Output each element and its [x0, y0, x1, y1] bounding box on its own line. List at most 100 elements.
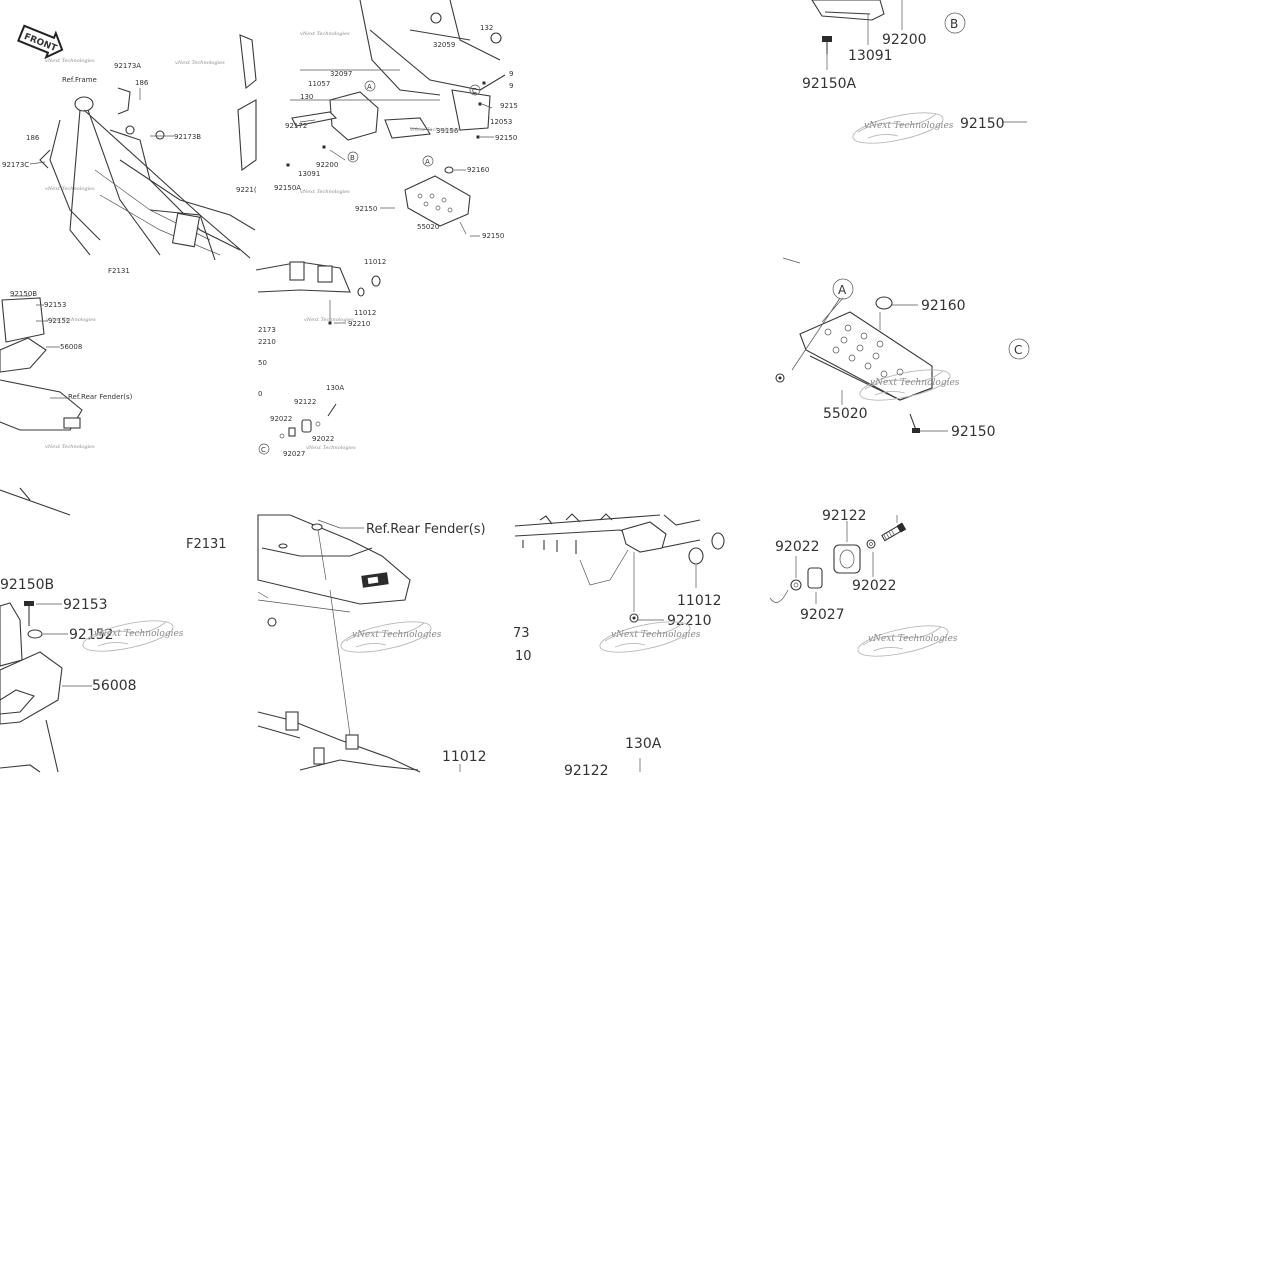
cd-part-92022b-label: 92022	[852, 578, 897, 594]
part-0-cut-label: 0	[258, 390, 262, 398]
part-92022-small-a-label: 92022	[270, 415, 292, 423]
rail-studs	[522, 540, 577, 554]
part-92022-small-b-label: 92022	[312, 435, 334, 443]
tr-watermark: vNext Technologies	[850, 106, 954, 150]
zml-part-92153-label: 92153	[63, 597, 108, 613]
zmr-part-73-cut-label: 73	[513, 626, 530, 641]
zmc-ref-rear-fender-label: Ref.Rear Fender(s)	[366, 522, 486, 537]
figure-code-small-label: F2131	[108, 267, 130, 275]
svg-text:vNext Technologies: vNext Technologies	[304, 317, 354, 323]
part-55020-small-label: 55020	[417, 223, 439, 231]
part-92150B-small-label: 92150B	[10, 290, 37, 298]
part-92150-small-right-label: 92150	[482, 232, 504, 240]
overview-panel: FRONT Ref.Frame 92173A 186 186 92173B 92…	[0, 0, 518, 516]
seat-box-zoom-panel	[0, 601, 92, 773]
zmc-watermark: vNext Technologies	[338, 615, 442, 659]
svg-text:A: A	[367, 83, 372, 91]
zml-watermark: vNext Technologies	[80, 614, 184, 658]
part-12053-label: 12053	[490, 118, 512, 126]
tr-part-92150-label: 92150	[960, 116, 1005, 132]
tr-part-13091-label: 13091	[848, 48, 893, 64]
collar-zoom-panel	[769, 515, 907, 604]
part-11057-label: 11057	[308, 80, 330, 88]
part-92173B-label: 92173B	[174, 133, 201, 141]
part-92200-label: 92200	[316, 161, 338, 169]
rear-fender-zoom-panel	[257, 514, 461, 773]
small-circle-C: C	[261, 446, 266, 454]
svg-text:vNext Technologies: vNext Technologies	[45, 444, 95, 450]
circle-C-marker: C	[469, 84, 481, 96]
cd-part-92122-cut-label: 92122	[822, 508, 867, 524]
part-186b-label: 186	[26, 134, 40, 142]
svg-text:vNext Technologies: vNext Technologies	[352, 630, 442, 640]
skid-plate-small-drawing: A	[380, 155, 480, 237]
svg-text:vNext Technologies: vNext Technologies	[300, 189, 350, 195]
skid-plate-zoom-panel	[775, 257, 1030, 433]
part-32059-label: 32059	[433, 41, 455, 49]
zmc-part-11012-label: 11012	[442, 749, 487, 765]
fender-small-drawing	[0, 297, 83, 516]
svg-text:vNext Technologies: vNext Technologies	[306, 445, 356, 451]
part-92173A-label: 92173A	[114, 62, 141, 70]
svg-text:B: B	[350, 154, 355, 162]
part-92122-small-label: 92122	[294, 398, 316, 406]
sp-circle-C-label: C	[1014, 343, 1022, 357]
part-32097-label: 32097	[330, 70, 352, 78]
part-92150-cut-label: 92150	[495, 134, 517, 142]
circle-A-marker: A	[364, 80, 376, 92]
sp-part-92150-label: 92150	[951, 424, 996, 440]
part-92152-small-label: 92152	[48, 317, 70, 325]
zmr-part-130A-label: 130A	[625, 736, 662, 752]
svg-text:vNext Technologies: vNext Technologies	[410, 127, 460, 133]
part-130A-small-label: 130A	[326, 384, 344, 392]
ref-frame-label: Ref.Frame	[62, 76, 97, 84]
zml-part-92150B-label: 92150B	[0, 577, 54, 593]
part-92172-label: 92172	[285, 122, 307, 130]
part-9a-label: 9	[509, 70, 513, 78]
zmr-part-11012-label: 11012	[677, 593, 722, 609]
skid-plate-holes	[824, 324, 904, 378]
frame-drawing	[39, 34, 257, 261]
part-50-cut-label: 50	[258, 359, 267, 367]
part-9215-cut-label: 9215	[500, 102, 518, 110]
zml-figure-code-label: F2131	[186, 537, 227, 552]
part-92150A-label: 92150A	[274, 184, 301, 192]
part-92160-small-label: 92160	[467, 166, 489, 174]
tr-circle-B-label: B	[950, 17, 958, 31]
guard-assembly-drawing	[286, 0, 506, 167]
part-132-label: 132	[480, 24, 493, 32]
part-92173C-label: 92173C	[2, 161, 29, 169]
part-92150-small-left-label: 92150	[355, 205, 377, 213]
svg-text:C: C	[472, 87, 477, 95]
svg-text:vNext Technologies: vNext Technologies	[864, 121, 954, 131]
svg-text:vNext Technologies: vNext Technologies	[45, 58, 95, 64]
svg-text:vNext Technologies: vNext Technologies	[300, 31, 350, 37]
svg-text:vNext Technologies: vNext Technologies	[45, 186, 95, 192]
part-9b-label: 9	[509, 82, 513, 90]
front-arrow-icon: FRONT	[17, 24, 64, 60]
cd-part-92022a-label: 92022	[775, 539, 820, 555]
cd-watermark: vNext Technologies	[855, 619, 958, 663]
zmr-part-10-cut-label: 10	[515, 649, 532, 664]
svg-text:vNext Technologies: vNext Technologies	[46, 317, 96, 323]
part-92210-cut-label: 9221(	[236, 186, 257, 194]
svg-text:vNext Technologies: vNext Technologies	[175, 60, 225, 66]
rear-rail-zoom-panel	[514, 513, 725, 772]
svg-text:vNext Technologies: vNext Technologies	[868, 634, 958, 644]
svg-text:vNext Technologies: vNext Technologies	[611, 630, 701, 640]
sp-part-92160-label: 92160	[921, 298, 966, 314]
part-186a-label: 186	[135, 79, 149, 87]
part-2210-cut-label: 2210	[258, 338, 276, 346]
zmr-part-92122-cut-label: 92122	[564, 763, 609, 779]
svg-text:vNext Technologies: vNext Technologies	[94, 629, 184, 639]
sp-part-55020-label: 55020	[823, 406, 868, 422]
sp-watermark: vNext Technologies	[857, 363, 960, 407]
circle-B-marker: B	[347, 151, 359, 163]
part-92153-small-label: 92153	[44, 301, 66, 309]
part-92027-small-label: 92027	[283, 450, 305, 458]
part-11012-small-a-label: 11012	[364, 258, 386, 266]
small-circle-A: A	[425, 158, 430, 166]
zml-part-56008-label: 56008	[92, 678, 137, 694]
zmr-watermark: vNext Technologies	[597, 615, 701, 659]
